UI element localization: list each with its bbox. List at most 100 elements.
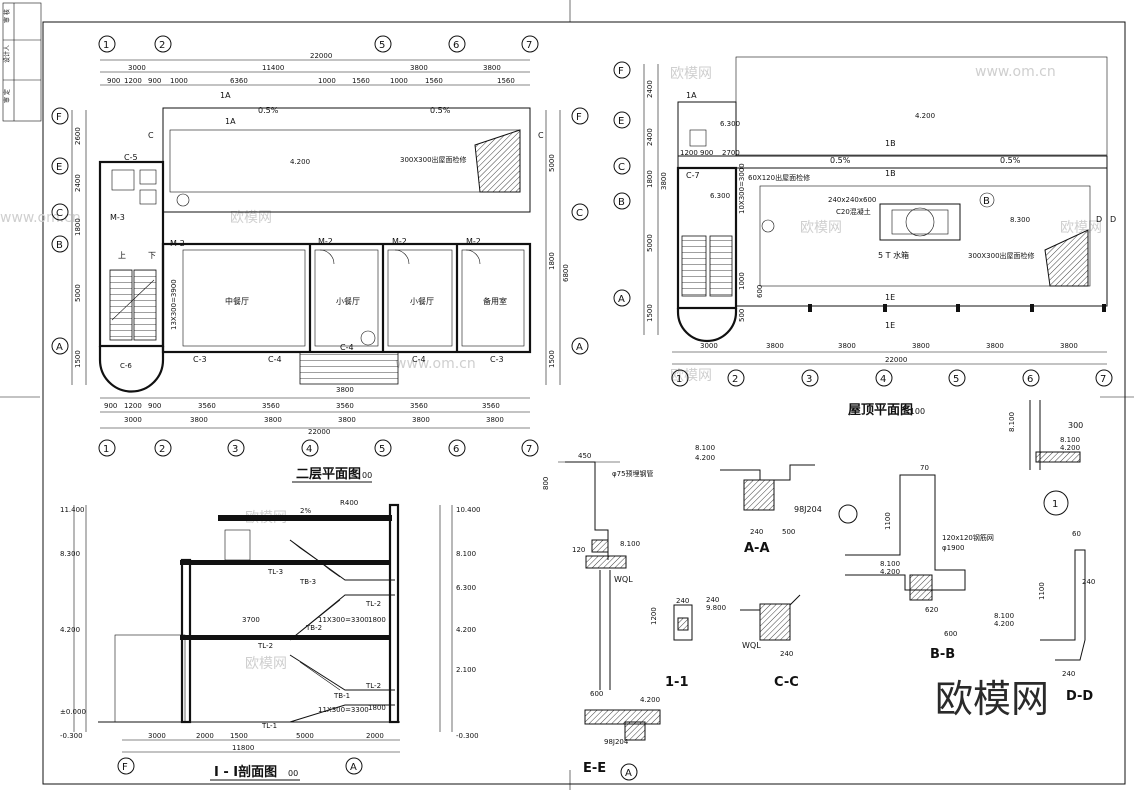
svg-text:5000: 5000	[646, 234, 654, 252]
svg-text:2400: 2400	[74, 174, 82, 192]
svg-text:TB-3: TB-3	[299, 578, 316, 586]
svg-text:6800: 6800	[562, 264, 570, 282]
svg-text:240: 240	[1062, 670, 1075, 678]
svg-text:5: 5	[379, 444, 385, 455]
svg-text:500: 500	[782, 528, 795, 536]
svg-text:600: 600	[756, 285, 764, 298]
svg-text:1E: 1E	[885, 293, 895, 302]
svg-text:2: 2	[159, 40, 165, 51]
svg-text:3000: 3000	[148, 732, 166, 740]
svg-text:M-2: M-2	[466, 237, 481, 246]
svg-text:3000: 3000	[128, 64, 146, 72]
svg-text:2400: 2400	[646, 80, 654, 98]
svg-text:8.100: 8.100	[994, 612, 1014, 620]
svg-text:3800: 3800	[410, 64, 428, 72]
svg-text:900: 900	[148, 402, 161, 410]
section-scale: 00	[288, 769, 298, 778]
svg-text:120x120钢筋网: 120x120钢筋网	[942, 533, 994, 542]
svg-text:R400: R400	[340, 499, 358, 507]
svg-text:1000: 1000	[390, 77, 408, 85]
brand-logo: 欧模网	[935, 677, 1049, 721]
svg-text:5000: 5000	[296, 732, 314, 740]
svg-text:0.5%: 0.5%	[1000, 156, 1021, 165]
svg-text:WQL: WQL	[614, 575, 633, 584]
watermark-1: 欧模网	[230, 210, 272, 226]
svg-text:1100: 1100	[884, 512, 892, 530]
svg-text:11.400: 11.400	[60, 506, 85, 514]
watermark-3: 欧模网	[800, 220, 842, 236]
detail-b-b: 70 1100 120x120钢筋网 φ1900 8.100 4.200 620…	[845, 464, 994, 662]
svg-text:8.300: 8.300	[1010, 216, 1030, 224]
svg-text:0.5%: 0.5%	[830, 156, 851, 165]
svg-text:C: C	[618, 162, 625, 173]
svg-text:10X300=3000: 10X300=3000	[738, 163, 746, 214]
svg-text:1500: 1500	[230, 732, 248, 740]
svg-text:13X300=3900: 13X300=3900	[170, 279, 178, 330]
detail-d-d: 60 1100 240 8.100 4.200 240 D-D	[994, 530, 1095, 704]
svg-text:1800: 1800	[74, 218, 82, 236]
svg-text:4.200: 4.200	[1060, 444, 1080, 452]
svg-text:5: 5	[953, 374, 959, 385]
svg-text:3800: 3800	[986, 342, 1004, 350]
svg-text:1000: 1000	[738, 272, 746, 290]
svg-text:TL-2: TL-2	[365, 600, 381, 608]
watermarks: 欧模网 欧模网 欧模网 欧模网 欧模网 欧模网 欧模网 www.om.cn ww…	[0, 64, 1102, 672]
svg-text:3800: 3800	[483, 64, 501, 72]
svg-text:4.200: 4.200	[915, 112, 935, 120]
svg-text:1: 1	[1052, 499, 1058, 510]
svg-text:300: 300	[1068, 421, 1083, 430]
svg-text:2: 2	[732, 374, 738, 385]
svg-text:1000: 1000	[170, 77, 188, 85]
svg-text:3800: 3800	[766, 342, 784, 350]
svg-text:600: 600	[944, 630, 957, 638]
svg-text:2400: 2400	[646, 128, 654, 146]
svg-text:11400: 11400	[262, 64, 284, 72]
side-block-1: 审 核	[3, 9, 11, 23]
svg-text:4: 4	[880, 374, 886, 385]
svg-text:5: 5	[379, 40, 385, 51]
svg-text:1B: 1B	[885, 169, 896, 178]
svg-text:4.200: 4.200	[695, 454, 715, 462]
svg-text:C-3: C-3	[490, 355, 504, 364]
svg-text:-0.300: -0.300	[456, 732, 479, 740]
detail-a-a: 8.100 4.200 240 500 98J204 A-A	[695, 444, 858, 556]
svg-text:6.300: 6.300	[710, 192, 730, 200]
svg-text:6: 6	[453, 444, 459, 455]
side-block-2: 设计人	[3, 45, 11, 63]
svg-text:WQL: WQL	[742, 641, 761, 650]
svg-text:240: 240	[780, 650, 793, 658]
svg-text:D: D	[1110, 215, 1116, 224]
svg-text:1800: 1800	[368, 704, 386, 712]
svg-text:240: 240	[1082, 578, 1095, 586]
svg-text:1: 1	[103, 444, 109, 455]
svg-text:F: F	[576, 112, 582, 123]
svg-text:4.200: 4.200	[994, 620, 1014, 628]
svg-text:1000: 1000	[318, 77, 336, 85]
detail-1-1: 240 1200 1-1	[650, 597, 693, 690]
detail-callout-1: 8.100 300 8.100 4.200 1	[1008, 400, 1083, 516]
svg-text:7: 7	[1100, 374, 1106, 385]
svg-text:2700: 2700	[722, 149, 740, 157]
svg-text:B: B	[983, 196, 990, 207]
svg-text:1E: 1E	[885, 321, 895, 330]
svg-text:600: 600	[590, 690, 603, 698]
svg-text:1800: 1800	[368, 616, 386, 624]
svg-text:C: C	[538, 131, 544, 140]
svg-text:B: B	[618, 197, 625, 208]
svg-text:2.100: 2.100	[456, 666, 476, 674]
svg-text:C-C: C-C	[774, 675, 799, 690]
svg-text:3000: 3000	[700, 342, 718, 350]
svg-text:3560: 3560	[262, 402, 280, 410]
svg-text:900: 900	[700, 149, 713, 157]
svg-text:9.800: 9.800	[706, 604, 726, 612]
svg-text:70: 70	[920, 464, 929, 472]
watermark-7: 欧模网	[1060, 220, 1102, 236]
svg-text:5000: 5000	[548, 154, 556, 172]
svg-text:1: 1	[103, 40, 109, 51]
svg-text:8.100: 8.100	[695, 444, 715, 452]
svg-text:2%: 2%	[300, 507, 311, 515]
svg-text:3800: 3800	[486, 416, 504, 424]
svg-text:F: F	[56, 112, 62, 123]
svg-text:1200: 1200	[124, 77, 142, 85]
svg-text:1200: 1200	[650, 607, 658, 625]
